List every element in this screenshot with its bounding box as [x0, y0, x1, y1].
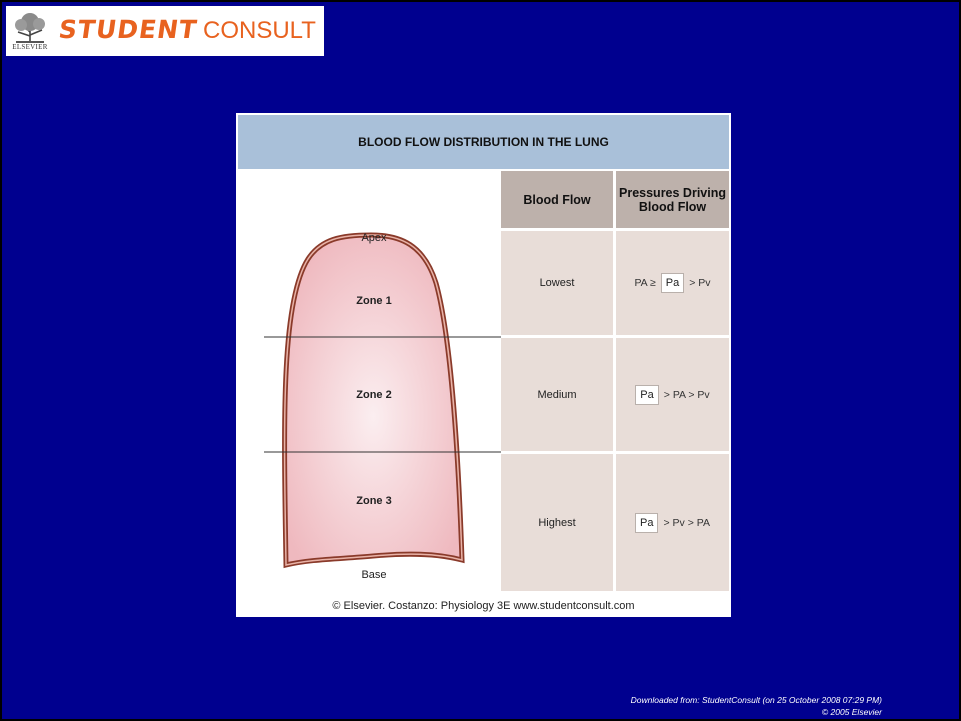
flow-cell-zone-2: Medium: [501, 338, 613, 451]
figure-title-bar: BLOOD FLOW DISTRIBUTION IN THE LUNG: [238, 115, 729, 169]
lung-diagram: [264, 232, 501, 569]
pressure-text: > Pv: [689, 277, 711, 289]
download-info: Downloaded from: StudentConsult (on 25 O…: [630, 695, 882, 705]
pressure-relation-zone-1: PA ≥ Pa > Pv: [634, 273, 711, 293]
pressure-text: > PA > Pv: [663, 388, 710, 401]
elsevier-tree-icon: [8, 8, 52, 52]
pressure-relation-zone-3: Pa > Pv > PA: [635, 512, 710, 533]
brand-consult-text: CONSULT: [203, 17, 316, 44]
lung-figure-panel: BLOOD FLOW DISTRIBUTION IN THE LUNG Apex…: [236, 113, 731, 617]
pressure-cell-zone-1: PA ≥ Pa > Pv: [616, 231, 729, 335]
flow-cell-zone-1: Lowest: [501, 231, 613, 335]
zone-2-label: Zone 2: [356, 389, 392, 401]
arterial-pressure-box: Pa: [660, 273, 685, 293]
apex-label: Apex: [361, 232, 387, 244]
pressure-text: > Pv > PA: [663, 516, 710, 529]
pressures-header: Pressures Driving Blood Flow: [616, 171, 729, 228]
figure-title: BLOOD FLOW DISTRIBUTION IN THE LUNG: [358, 135, 609, 149]
pressure-cell-zone-3: Pa > Pv > PA: [616, 454, 729, 591]
elsevier-wordmark: ELSEVIER: [12, 43, 48, 51]
download-footer: Downloaded from: StudentConsult (on 25 O…: [631, 694, 882, 718]
flow-cell-zone-3: Highest: [501, 454, 613, 591]
figure-caption: © Elsevier. Costanzo: Physiology 3E www.…: [332, 600, 635, 612]
brand-student-text: STUDENT: [56, 15, 200, 44]
arterial-pressure-box: Pa: [635, 384, 659, 405]
arterial-pressure-box: Pa: [635, 512, 659, 533]
blood-flow-header: Blood Flow: [501, 171, 613, 228]
pressure-relation-zone-2: Pa > PA > Pv: [635, 384, 710, 405]
pressure-cell-zone-2: Pa > PA > Pv: [616, 338, 729, 451]
copyright-notice: © 2005 Elsevier: [821, 707, 882, 717]
pressure-text: PA ≥: [634, 277, 656, 289]
zone-1-label: Zone 1: [356, 295, 392, 307]
flow-table: Blood Flow Pressures Driving Blood Flow …: [501, 171, 729, 591]
student-consult-logo[interactable]: ELSEVIER STUDENT CONSULT: [6, 6, 324, 56]
zone-3-label: Zone 3: [356, 495, 392, 507]
base-label: Base: [361, 569, 387, 581]
